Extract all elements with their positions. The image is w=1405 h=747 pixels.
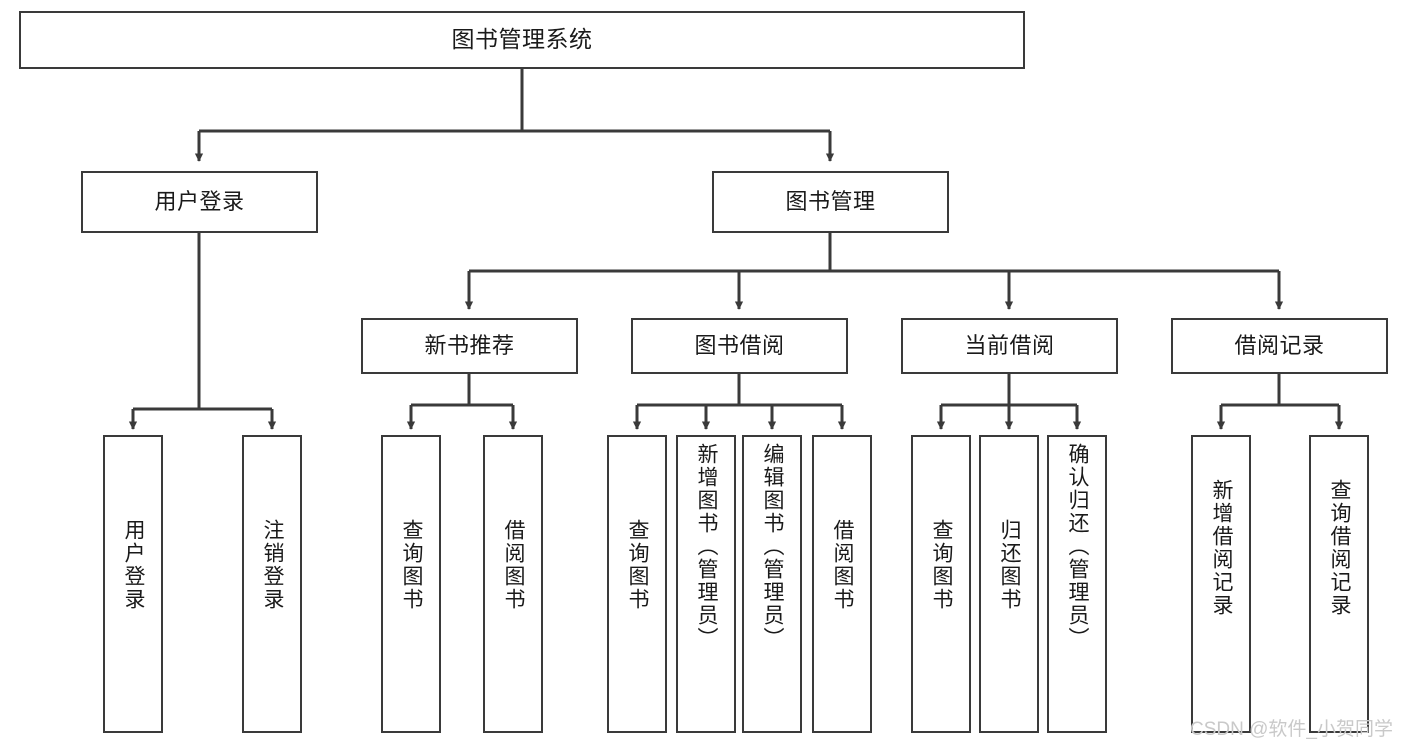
node-label: 查询图书 xyxy=(930,519,954,611)
node-leaf-return-book[interactable]: 归还图书 xyxy=(979,435,1039,733)
node-label: 新增图书（管理员） xyxy=(695,443,719,650)
node-label: 用户登录 xyxy=(122,519,146,611)
node-label: 编辑图书（管理员） xyxy=(761,443,785,650)
node-label: 确认归还（管理员） xyxy=(1066,443,1090,650)
node-label: 查询借阅记录 xyxy=(1328,479,1352,617)
node-book-management[interactable]: 图书管理 xyxy=(712,171,949,233)
node-root-system[interactable]: 图书管理系统 xyxy=(19,11,1025,69)
node-leaf-query-book-2[interactable]: 查询图书 xyxy=(607,435,667,733)
node-borrow-record[interactable]: 借阅记录 xyxy=(1171,318,1388,374)
node-leaf-query-book-3[interactable]: 查询图书 xyxy=(911,435,971,733)
node-label: 当前借阅 xyxy=(964,333,1055,359)
node-leaf-query-borrow-record[interactable]: 查询借阅记录 xyxy=(1309,435,1369,733)
node-leaf-logout[interactable]: 注销登录 xyxy=(242,435,302,733)
node-leaf-borrow-book-1[interactable]: 借阅图书 xyxy=(483,435,543,733)
node-label: 新书推荐 xyxy=(424,333,515,359)
node-label: 查询图书 xyxy=(626,519,650,611)
watermark-text: CSDN @软件_小贺同学 xyxy=(1190,719,1393,740)
node-leaf-add-book-admin[interactable]: 新增图书（管理员） xyxy=(676,435,736,733)
node-label: 归还图书 xyxy=(998,519,1022,611)
node-label: 用户登录 xyxy=(154,189,245,215)
node-new-book-recommendation[interactable]: 新书推荐 xyxy=(361,318,578,374)
node-label: 图书管理 xyxy=(785,189,876,215)
node-label: 图书管理系统 xyxy=(451,26,593,53)
node-book-borrow[interactable]: 图书借阅 xyxy=(631,318,848,374)
node-label: 借阅图书 xyxy=(502,519,526,611)
node-label: 图书借阅 xyxy=(694,333,785,359)
node-current-borrow[interactable]: 当前借阅 xyxy=(901,318,1118,374)
node-label: 借阅图书 xyxy=(831,519,855,611)
node-leaf-borrow-book-2[interactable]: 借阅图书 xyxy=(812,435,872,733)
node-label: 借阅记录 xyxy=(1234,333,1325,359)
node-label: 注销登录 xyxy=(261,519,285,611)
node-leaf-user-login[interactable]: 用户登录 xyxy=(103,435,163,733)
node-leaf-edit-book-admin[interactable]: 编辑图书（管理员） xyxy=(742,435,802,733)
node-leaf-add-borrow-record[interactable]: 新增借阅记录 xyxy=(1191,435,1251,733)
node-label: 查询图书 xyxy=(400,519,424,611)
node-leaf-confirm-return-admin[interactable]: 确认归还（管理员） xyxy=(1047,435,1107,733)
node-user-login[interactable]: 用户登录 xyxy=(81,171,318,233)
node-leaf-query-book-1[interactable]: 查询图书 xyxy=(381,435,441,733)
node-label: 新增借阅记录 xyxy=(1210,479,1234,617)
